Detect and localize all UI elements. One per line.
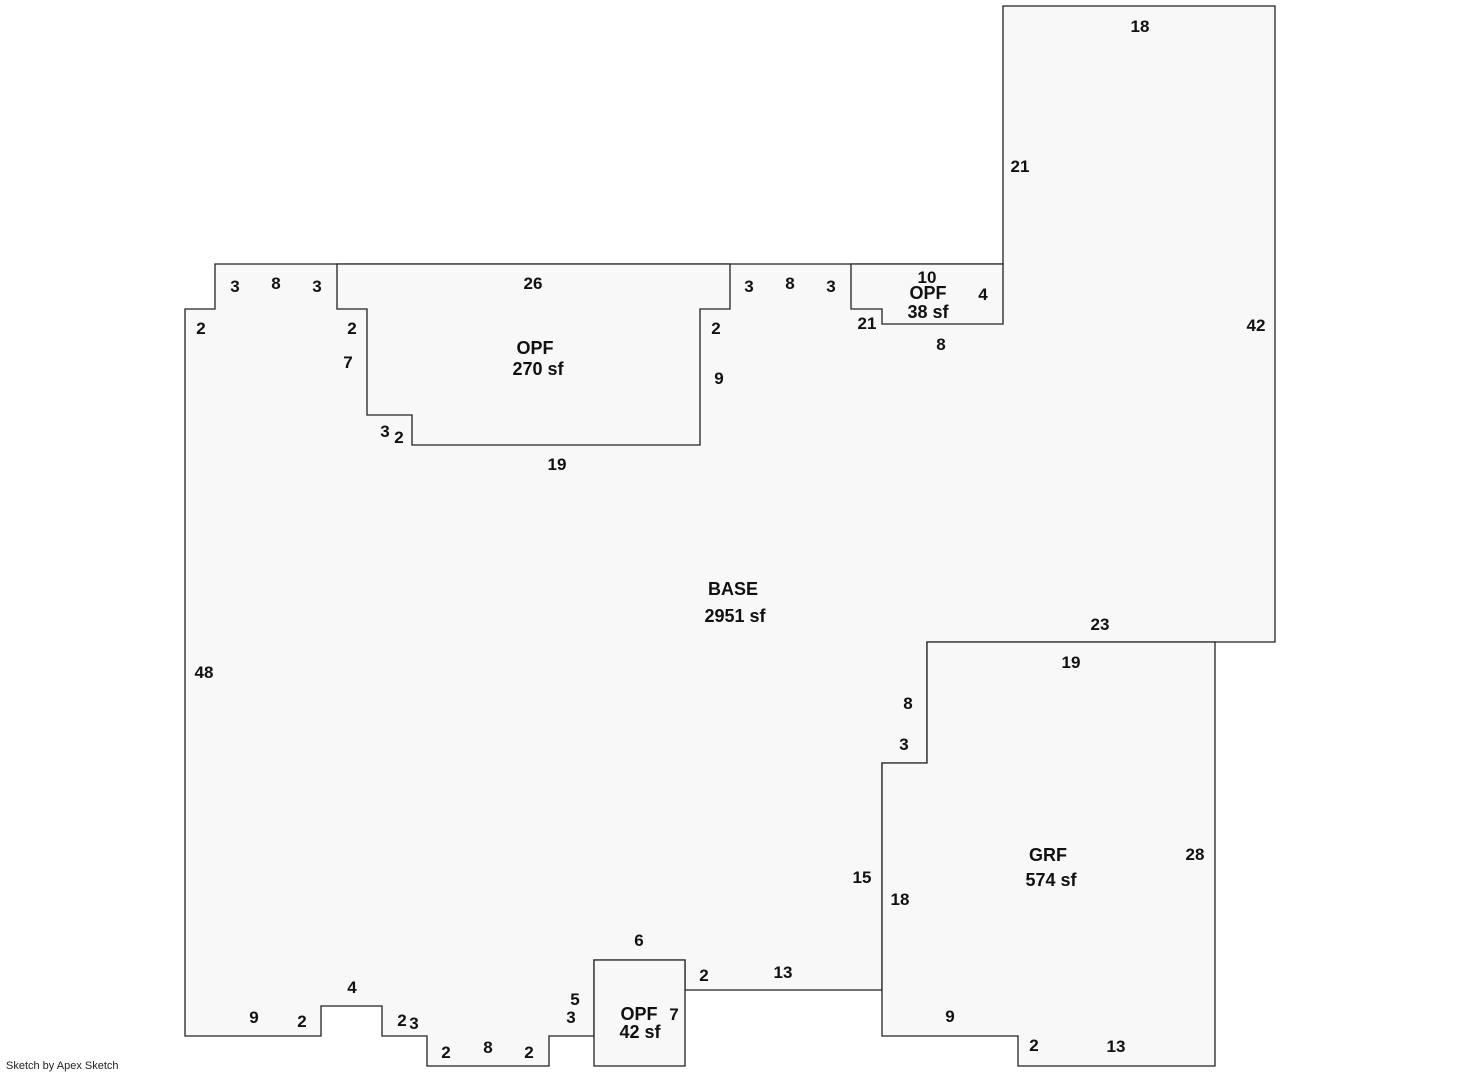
dim-label: 2 [347,319,356,338]
base-size: 2951 sf [704,606,766,626]
dim-label: 2 [524,1043,533,1062]
dim-label: 8 [785,274,794,293]
dim-label: 2 [297,1012,306,1031]
dim-label: 2 [196,319,205,338]
dim-label: 8 [483,1038,492,1057]
dim-label: 7 [669,1005,678,1024]
opf-bottom-size: 42 sf [619,1022,661,1042]
dim-label: 2 [441,1043,450,1062]
opf-main-outline [336,263,731,446]
dim-label: 3 [380,422,389,441]
dim-label: 2 [699,966,708,985]
dim-label: 8 [903,694,912,713]
opf-bottom-outline [593,959,686,1067]
dim-label: 5 [570,990,579,1009]
dim-label: 18 [891,890,910,909]
dim-label: 9 [714,369,723,388]
opf-main-label: OPF [516,338,553,358]
dim-label: 19 [1062,653,1081,672]
dim-label: 3 [899,735,908,754]
dim-label: 21 [1011,157,1030,176]
dim-label: 21 [858,314,877,333]
dim-label: 2 [711,319,720,338]
dim-label: 3 [230,277,239,296]
dim-label: 13 [774,963,793,982]
dim-label: 13 [1107,1037,1126,1056]
dim-label: 6 [634,931,643,950]
grf-size: 574 sf [1025,870,1077,890]
opf-small-size: 38 sf [907,302,949,322]
dim-label: 2 [1029,1036,1038,1055]
dim-label: 10 [918,268,937,287]
dim-label: 3 [409,1014,418,1033]
dim-label: 4 [978,285,988,304]
dim-label: 3 [312,277,321,296]
dim-label: 8 [936,335,945,354]
dim-label: 48 [195,663,214,682]
dim-label: 8 [271,274,280,293]
dim-label: 4 [347,978,357,997]
dim-label: 19 [548,455,567,474]
sketch-credit: Sketch by Apex Sketch [6,1060,119,1072]
dim-label: 2 [397,1011,406,1030]
opf-bottom-label: OPF [620,1004,657,1024]
dim-label: 3 [826,277,835,296]
dim-label: 26 [524,274,543,293]
base-label: BASE [708,579,758,599]
dim-label: 7 [343,353,352,372]
grf-label: GRF [1029,845,1067,865]
dim-label: 2 [394,428,403,447]
dim-label: 23 [1091,615,1110,634]
dim-label: 15 [853,868,872,887]
dim-label: 18 [1131,17,1150,36]
dim-label: 3 [744,277,753,296]
dim-label: 9 [945,1007,954,1026]
opf-main-size: 270 sf [512,359,564,379]
opf-small-label: OPF [909,283,946,303]
dim-label: 3 [566,1008,575,1027]
dim-label: 42 [1247,316,1266,335]
grf-area-outline [881,641,1216,1067]
dim-label: 28 [1186,845,1205,864]
opf-small-outline [850,263,1004,325]
dim-label: 9 [249,1008,258,1027]
